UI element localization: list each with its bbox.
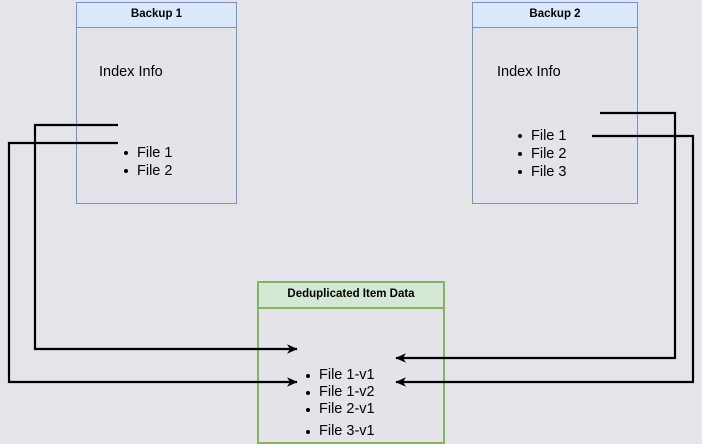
deduplicated-item-data-box[interactable]: Deduplicated Item Data File 1-v1 File 1-… (257, 281, 445, 444)
backup-2-box[interactable]: Backup 2 Index Info File 1 File 2 File 3 (472, 2, 638, 204)
list-item: File 3-v1 (303, 423, 375, 440)
backup-1-box[interactable]: Backup 1 Index Info File 1 File 2 (76, 2, 237, 204)
list-item: File 2 (121, 162, 172, 180)
backup-2-title: Backup 2 (473, 3, 637, 28)
list-item: File 2-v1 (303, 401, 375, 418)
backup-1-index-info-label: Index Info (99, 64, 163, 80)
list-item: File 1 (121, 144, 172, 162)
backup-1-title: Backup 1 (77, 3, 236, 28)
list-item: File 2 (515, 145, 566, 163)
dedup-item-list: File 1-v1 File 1-v2 File 2-v1 File 3-v1 (303, 367, 375, 440)
dedup-title: Deduplicated Item Data (259, 283, 443, 309)
backup-2-file-list: File 1 File 2 File 3 (515, 127, 566, 181)
list-item: File 3 (515, 163, 566, 181)
list-item: File 1-v2 (303, 384, 375, 401)
backup-1-file-list: File 1 File 2 (121, 144, 172, 180)
backup-2-index-info-label: Index Info (497, 64, 561, 80)
list-item: File 1-v1 (303, 367, 375, 384)
list-item: File 1 (515, 127, 566, 145)
